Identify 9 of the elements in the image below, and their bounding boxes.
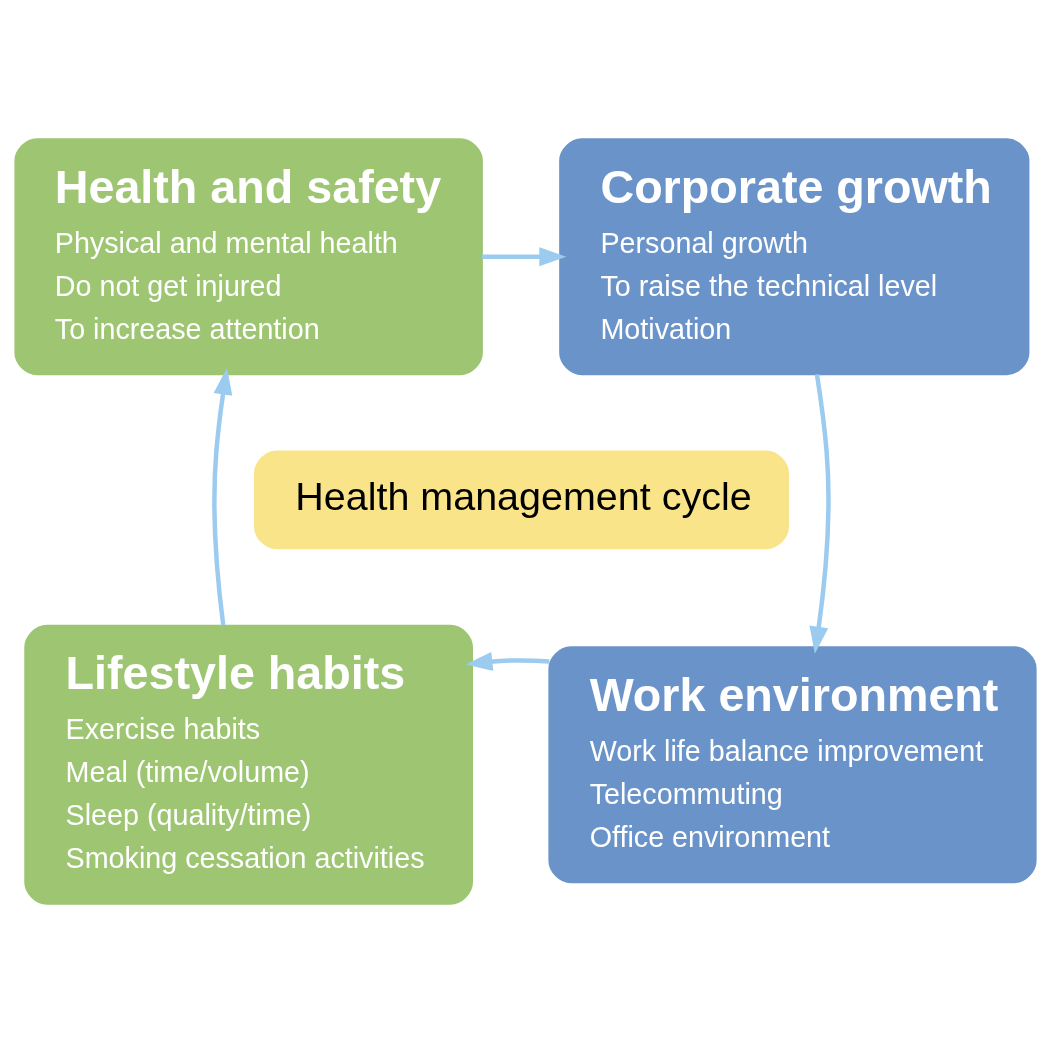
arrow: [482, 246, 567, 266]
node-box: Lifestyle habits Exercise habits Meal (time/volume) Sleep (quality/time) Smoking cessation activities: [24, 624, 473, 905]
arrow: [465, 651, 550, 671]
node-box: Work environment Work life balance improvement Telecommuting Office environment: [548, 645, 1037, 883]
arrow: [809, 373, 831, 654]
arrow: [212, 367, 233, 625]
node-box: Health management cycle: [254, 450, 789, 549]
node-box: Health and safety Physical and mental health Do not get injured To increase attention: [14, 137, 483, 375]
node-box: Corporate growth Personal growth To raise the technical level Motivation: [559, 137, 1030, 375]
